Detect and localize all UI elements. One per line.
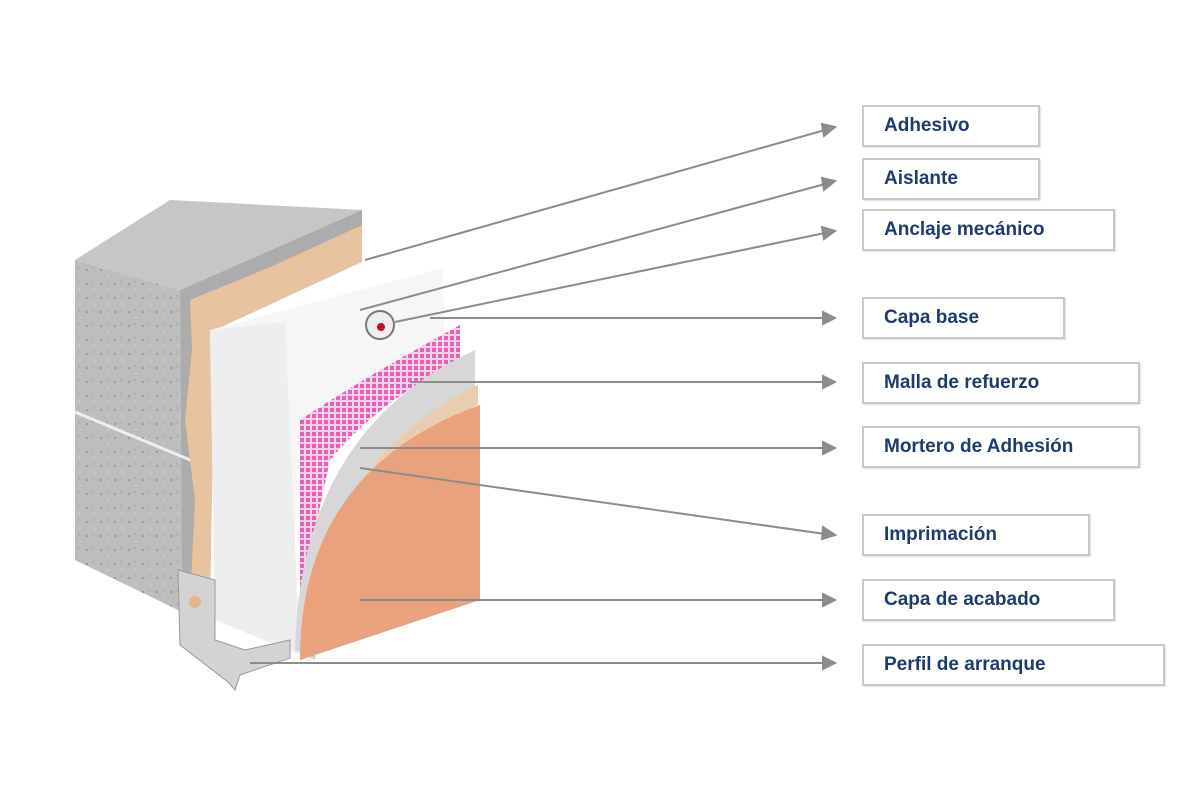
label-mortero-adhesion: Mortero de Adhesión [862, 426, 1140, 468]
label-capa-acabado: Capa de acabado [862, 579, 1115, 621]
label-perfil-arranque: Perfil de arranque [862, 644, 1165, 686]
label-capa-base: Capa base [862, 297, 1065, 339]
label-aislante: Aislante [862, 158, 1040, 200]
label-imprimacion: Imprimación [862, 514, 1090, 556]
adhesive-layer [185, 225, 362, 610]
starter-profile [177, 569, 291, 691]
insulation-board [210, 268, 445, 655]
finish-coat-layer [300, 405, 480, 660]
label-malla-refuerzo: Malla de refuerzo [862, 362, 1140, 404]
reinforcement-mesh [300, 325, 460, 600]
leader-lines [250, 122, 838, 671]
anchor-icon [365, 310, 395, 340]
label-adhesivo: Adhesivo [862, 105, 1040, 147]
label-anclaje-mecanico: Anclaje mecánico [862, 209, 1115, 251]
